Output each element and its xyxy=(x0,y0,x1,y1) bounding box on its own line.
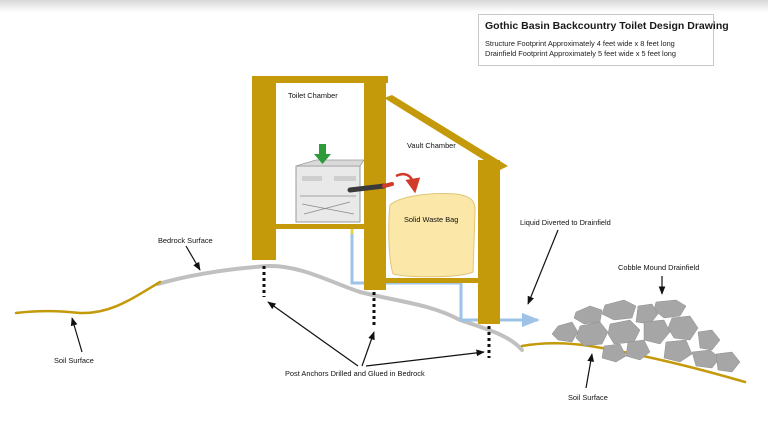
cobble xyxy=(691,349,721,369)
toilet-unit xyxy=(295,159,394,223)
cobble xyxy=(667,315,699,341)
toilet-chamber-right-post xyxy=(364,76,386,290)
diagram-title: Gothic Basin Backcountry Toilet Design D… xyxy=(485,20,729,32)
label-toilet-chamber: Toilet Chamber xyxy=(288,91,338,100)
cobble xyxy=(601,343,627,363)
cobble xyxy=(551,321,579,343)
arrow-post-right xyxy=(365,349,485,367)
cobble xyxy=(663,339,693,363)
label-liquid-diverted: Liquid Diverted to Drainfield xyxy=(520,218,611,227)
arrow-post-left xyxy=(267,301,359,367)
cobble xyxy=(643,319,671,345)
cobble xyxy=(573,305,603,325)
spec-drainfield: Drainfield Footprint Approximately 5 fee… xyxy=(485,49,677,58)
title-box: Gothic Basin Backcountry Toilet Design D… xyxy=(478,14,729,66)
toilet-chamber-top-beam xyxy=(252,76,388,83)
arrow-soil-left xyxy=(70,317,83,353)
spec-structure: Structure Footprint Approximately 4 feet… xyxy=(485,39,675,48)
vault-rear-post xyxy=(478,160,500,324)
top-shadow-bar xyxy=(0,0,768,12)
label-post-anchors: Post Anchors Drilled and Glued in Bedroc… xyxy=(285,369,425,378)
label-cobble-mound: Cobble Mound Drainfield xyxy=(618,263,700,272)
rotate-arrow-icon xyxy=(395,172,421,194)
soil-surface-left-line xyxy=(14,280,162,315)
down-arrow-icon xyxy=(314,144,331,164)
post-anchors xyxy=(262,266,491,358)
solid-waste-bag xyxy=(388,193,476,278)
cobble xyxy=(653,299,687,319)
cobble xyxy=(715,351,741,373)
label-soil-surface-left: Soil Surface xyxy=(54,356,94,365)
label-vault-chamber: Vault Chamber xyxy=(407,141,456,150)
label-solid-waste-bag: Solid Waste Bag xyxy=(404,215,459,224)
arrow-post-middle xyxy=(361,331,375,367)
vault-floor xyxy=(386,278,478,283)
cobble xyxy=(607,319,641,345)
arrow-soil-right xyxy=(585,353,594,389)
cobble xyxy=(697,329,721,351)
label-bedrock-surface: Bedrock Surface xyxy=(158,236,213,245)
toilet-seat-floor xyxy=(276,224,364,229)
arrow-liquid xyxy=(527,229,559,305)
cobble xyxy=(635,303,659,325)
soil-surface-right-line xyxy=(520,342,747,384)
cobble xyxy=(601,299,637,321)
toilet-chamber-left-post xyxy=(252,76,276,260)
annotation-arrows xyxy=(70,229,666,389)
vault-roof xyxy=(384,95,508,170)
bedrock-surface-line xyxy=(156,263,524,352)
arrow-bedrock xyxy=(185,245,201,271)
cobble xyxy=(575,321,609,347)
label-soil-surface-right: Soil Surface xyxy=(568,393,608,402)
cobble xyxy=(625,339,651,361)
cobble-mound xyxy=(551,299,741,373)
